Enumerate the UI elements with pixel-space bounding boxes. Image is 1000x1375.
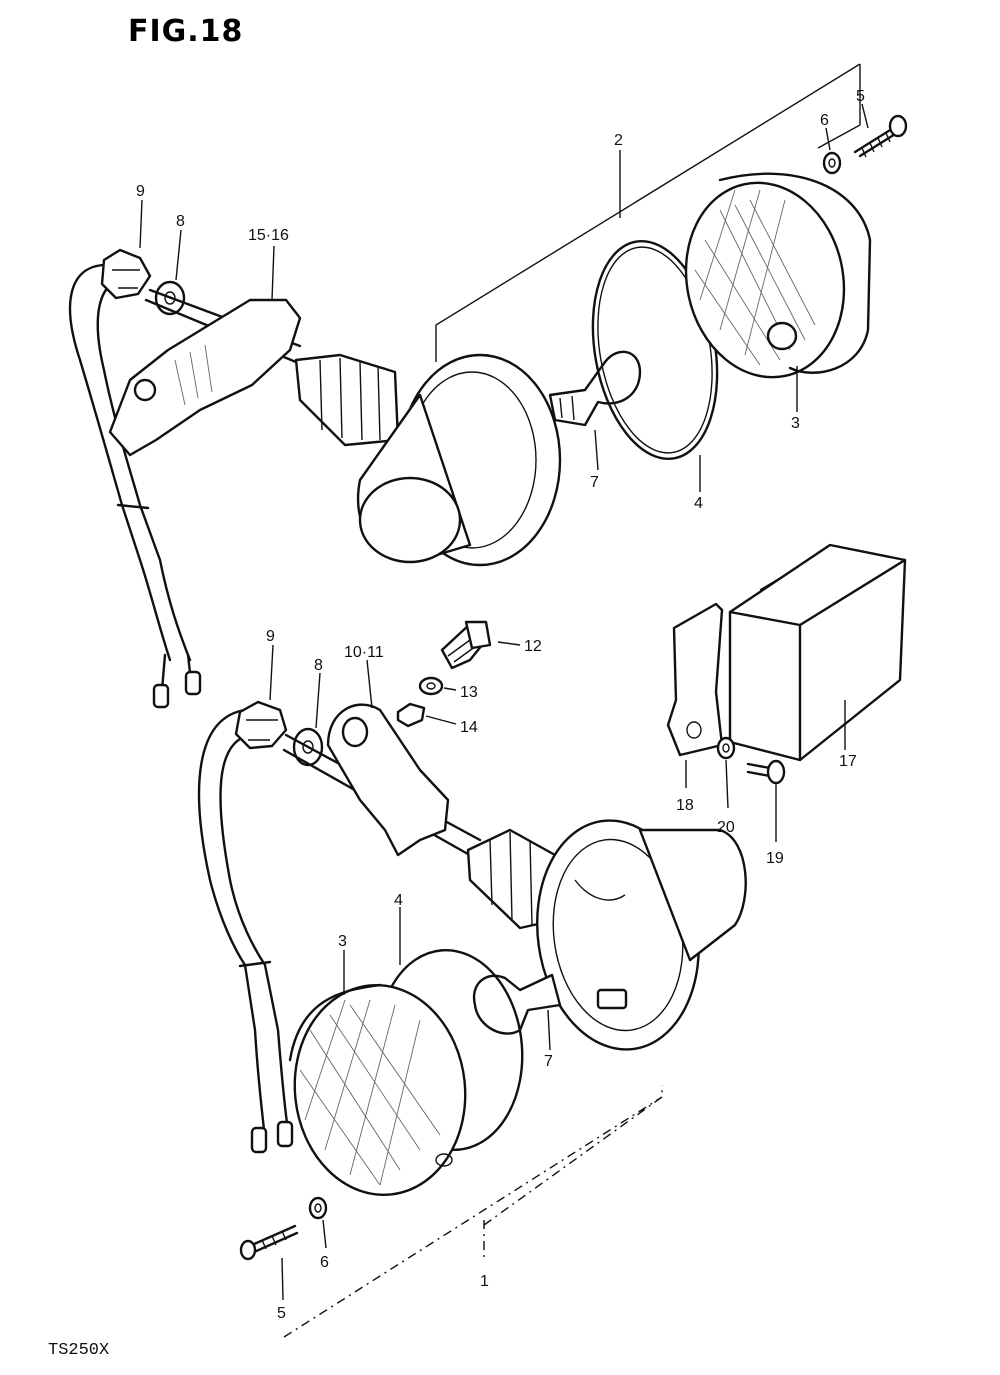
relay-screw xyxy=(746,759,786,785)
callout-7-upper: 7 xyxy=(590,474,599,491)
callout-4-upper: 4 xyxy=(694,495,703,512)
callout-20: 20 xyxy=(717,819,735,836)
lens-upper xyxy=(684,172,872,379)
callout-2: 2 xyxy=(614,132,623,149)
washer-screw-upper xyxy=(822,151,842,175)
washer-screw-lower xyxy=(308,1196,328,1220)
callout-7-lower: 7 xyxy=(544,1053,553,1070)
relay-bracket xyxy=(666,602,724,757)
lens-lower xyxy=(288,983,467,1197)
callout-8-lower: 8 xyxy=(314,657,323,674)
callout-12: 12 xyxy=(524,638,542,655)
callout-6-lower: 6 xyxy=(320,1254,329,1271)
callout-5-lower: 5 xyxy=(277,1305,286,1322)
nut-small xyxy=(396,702,426,728)
callout-4-lower: 4 xyxy=(394,892,403,909)
leader-bracket-1 xyxy=(283,1085,663,1338)
lock-washer xyxy=(418,676,444,696)
screw-upper xyxy=(853,114,908,158)
callout-3-upper: 3 xyxy=(791,415,800,432)
callout-19: 19 xyxy=(766,850,784,867)
lamp-housing-lower xyxy=(535,819,747,1051)
upper-turn-signal-assembly xyxy=(68,63,908,709)
callout-18: 18 xyxy=(676,797,694,814)
callout-3-lower: 3 xyxy=(338,933,347,950)
callout-8-upper: 8 xyxy=(176,213,185,230)
callout-10-11: 10·11 xyxy=(344,644,384,661)
bulb-lower xyxy=(472,973,562,1035)
callout-6-upper: 6 xyxy=(820,112,829,129)
callout-15-16: 15·16 xyxy=(248,227,289,244)
callout-14: 14 xyxy=(460,719,478,736)
bulb-upper xyxy=(548,350,642,427)
wire-harness-upper xyxy=(68,263,202,709)
bolt xyxy=(440,620,492,670)
nut-lower xyxy=(234,700,288,750)
callout-17: 17 xyxy=(839,753,857,770)
relay-washer xyxy=(716,736,736,760)
bulb-socket-upper xyxy=(294,353,400,447)
screw-lower xyxy=(239,1224,299,1261)
leader-bracket-2 xyxy=(435,63,861,362)
callout-1: 1 xyxy=(480,1273,489,1290)
mounting-bracket-lower xyxy=(326,703,450,857)
model-code: TS250X xyxy=(48,1341,110,1360)
mounting-bracket-upper xyxy=(108,298,302,457)
figure-title: FIG.18 xyxy=(128,14,244,49)
callout-9-lower: 9 xyxy=(266,628,275,645)
callout-numbers: 1 2 3 3 4 4 5 5 6 6 7 7 8 8 9 9 10·11 12… xyxy=(136,88,865,1322)
leader-lines xyxy=(139,103,869,1301)
callout-9-upper: 9 xyxy=(136,183,145,200)
nut-upper xyxy=(100,248,152,300)
flasher-relay xyxy=(728,543,907,762)
lower-turn-signal-assembly xyxy=(197,700,747,1338)
callout-13: 13 xyxy=(460,684,478,701)
callout-5-upper: 5 xyxy=(856,88,865,105)
wire-harness-lower xyxy=(197,708,294,1154)
lamp-housing-upper xyxy=(356,353,562,567)
